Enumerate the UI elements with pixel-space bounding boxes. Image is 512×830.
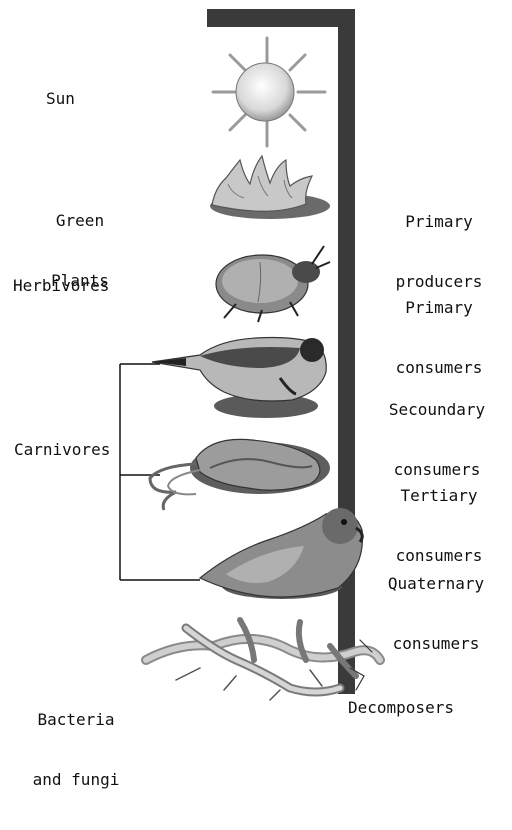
label-carnivores: Carnivores [14,440,164,460]
label-sun: Sun [46,89,126,109]
label-green-plants: Green Plants [22,171,138,331]
label-herbivores: Herbivores [13,276,163,296]
label-decomposers: Decomposers [348,698,508,718]
label-quaternary-consumers-line1: Quaternary [362,574,510,594]
label-quaternary-consumers-line2: consumers [362,634,510,654]
label-quaternary-consumers: Quaternary consumers [362,534,510,694]
label-bacteria-fungi-line2: and fungi [18,770,134,790]
beetle-icon [216,246,330,322]
label-primary-producers-line1: Primary [370,212,508,232]
label-green-plants-line1: Green [22,211,138,231]
label-primary-consumers-line1: Primary [370,298,508,318]
plant-icon [210,156,330,219]
sun-icon [213,38,325,146]
snake-icon [150,439,330,510]
food-chain-diagram: Sun Green Plants Herbivores Carnivores B… [0,0,512,717]
bird-icon [152,338,326,419]
label-secondary-consumers-line1: Secoundary [364,400,510,420]
hawk-icon [200,508,363,599]
label-bacteria-fungi-line1: Bacteria [18,710,134,730]
label-bacteria-fungi: Bacteria and fungi [18,670,134,830]
label-tertiary-consumers-line1: Tertiary [370,486,508,506]
